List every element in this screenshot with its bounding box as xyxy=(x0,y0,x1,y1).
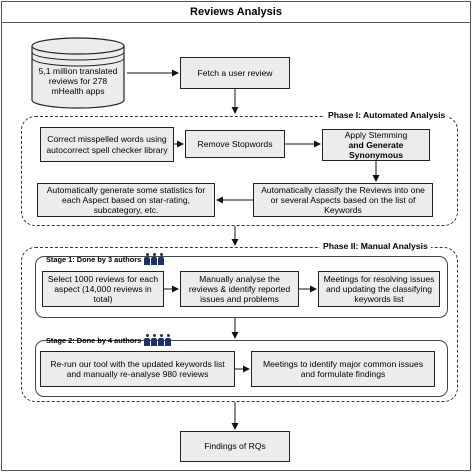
stage-1-container xyxy=(35,256,448,318)
stemming-box: Apply Stemming and Generate Synonymous xyxy=(322,129,430,161)
stage-2-label-text: Stage 2: Done by 4 authors xyxy=(46,335,142,345)
classify-reviews-box: Automatically classify the Reviews into … xyxy=(253,183,433,217)
phase-1-container xyxy=(21,116,458,226)
stage-1-label: Stage 1: Done by 3 authors xyxy=(46,253,165,265)
diagram-title: Reviews Analysis xyxy=(1,1,471,23)
findings-box: Findings of RQs xyxy=(180,431,290,462)
phase-1-label: Phase I: Automated Analysis xyxy=(325,110,449,120)
three-authors-icon xyxy=(144,253,165,265)
fetch-review-box: Fetch a user review xyxy=(180,57,290,89)
rerun-tool-box: Re-run our tool with the updated keyword… xyxy=(40,351,235,387)
select-reviews-box: Select 1000 reviews for each aspect (14,… xyxy=(42,271,164,307)
stage-2-label: Stage 2: Done by 4 authors xyxy=(46,334,172,346)
database-icon xyxy=(31,37,125,109)
phase-2-label: Phase II: Manual Analysis xyxy=(320,241,431,251)
manual-analysis-box: Manually analyse the reviews & identify … xyxy=(180,271,299,307)
stage-1-label-text: Stage 1: Done by 3 authors xyxy=(46,254,142,264)
meetings-findings-box: Meetings to identify major common issues… xyxy=(251,351,435,387)
generate-statistics-box: Automatically generate some statistics f… xyxy=(37,183,215,217)
database-label: 5,1 million translated reviews for 278 m… xyxy=(38,66,118,97)
stemming-line-1: Apply Stemming xyxy=(344,129,408,140)
remove-stopwords-box: Remove Stopwords xyxy=(185,130,285,158)
correct-misspelled-box: Correct misspelled words using autocorre… xyxy=(40,127,174,162)
stemming-line-2: and Generate Synonymous xyxy=(348,139,404,161)
stage-2-container xyxy=(35,340,448,397)
four-authors-icon xyxy=(144,334,172,346)
phase-2-container xyxy=(21,247,458,402)
meetings-resolve-box: Meetings for resolving issues and updati… xyxy=(318,271,440,307)
